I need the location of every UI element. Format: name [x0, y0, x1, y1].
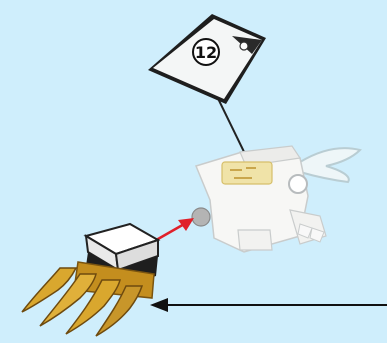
instruction-sheet: 12 — [148, 14, 266, 104]
clear-wing — [299, 147, 362, 184]
white-dragon-model — [194, 145, 327, 253]
joint-ring — [288, 174, 308, 194]
part-pointer-arrow — [150, 298, 387, 312]
gold-print-panel — [221, 161, 273, 185]
grey-stud — [191, 207, 211, 227]
step-number-text: 12 — [195, 43, 217, 62]
gold-claw — [21, 261, 155, 337]
sheet-mini-part-icon — [239, 41, 249, 51]
step-number-badge — [192, 38, 220, 66]
